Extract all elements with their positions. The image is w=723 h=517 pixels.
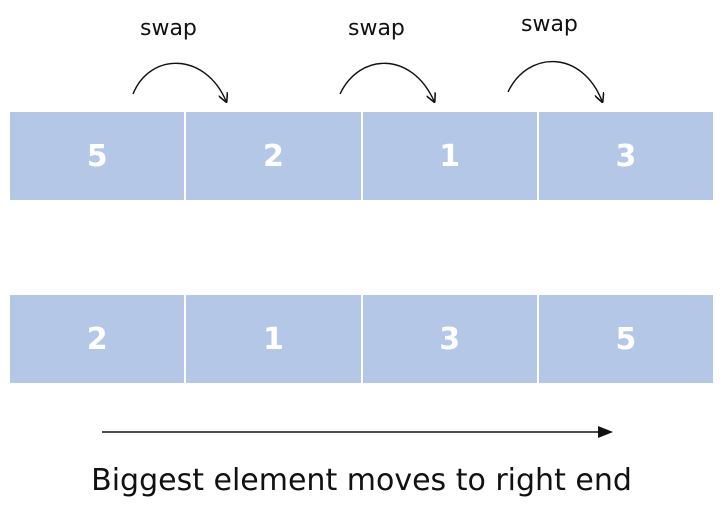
swap-label: swap [348, 16, 405, 41]
array-after: 2 1 3 5 [10, 295, 713, 383]
array-cell: 5 [538, 295, 713, 383]
array-cell: 3 [362, 295, 539, 383]
swap-label: swap [521, 12, 578, 37]
array-cell: 2 [186, 112, 363, 200]
array-cell: 3 [538, 112, 713, 200]
array-cell: 5 [10, 112, 187, 200]
swap-arc-2 [507, 60, 602, 101]
direction-arrow-head [598, 426, 613, 438]
swap-arc-0 [132, 62, 226, 101]
array-before: 5 2 1 3 [10, 112, 713, 200]
array-cell: 1 [362, 112, 539, 200]
array-cell: 2 [10, 295, 187, 383]
caption: Biggest element moves to right end [91, 463, 632, 498]
swap-label: swap [140, 16, 197, 41]
swap-arc-1 [339, 62, 434, 101]
array-cell: 1 [186, 295, 363, 383]
